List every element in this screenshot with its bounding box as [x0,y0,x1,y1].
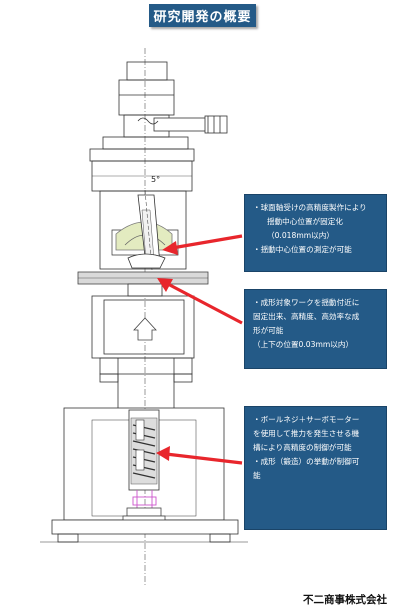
arrow-work-icon [157,278,173,292]
note-line: ・成形対象ワークを揺動付近に [253,298,360,307]
note-line: ・成形（鍛造）の挙動が制御可 [253,457,360,466]
note-line: 固定出来、高精度、高効率な成 [253,312,360,321]
note-ball-screw: ・ボールネジ＋サーボモーター を使用して推力を発生させる機 構により高精度の制御… [244,406,387,530]
arrow-bearing-icon [162,241,178,255]
note-line: 揺動中心位置が固定化 [267,217,343,226]
angle-label: 5° [151,175,160,184]
note-line: を使用して推力を発生させる機 [253,429,360,438]
note-line: 構により高精度の制御が可能 [253,443,352,452]
motor-body [118,79,175,116]
page-title: 研究開発の概要 [149,4,256,27]
note-spherical-bearing: ・球面軸受けの高精度製作により 揺動中心位置が固定化 （0.018mm以内） ・… [244,194,387,272]
note-line: 形が可能 [253,326,284,335]
note-line: （上下の位置0.03mm以内） [253,340,354,349]
note-work-fixing: ・成形対象ワークを揺動付近に 固定出来、高精度、高効率な成 形が可能 （上下の位… [244,289,387,369]
arrow-screw-icon [156,446,170,461]
note-line: 能 [253,471,261,480]
note-line: （0.018mm以内） [267,231,334,240]
red-arrows [156,234,243,465]
up-arrow-icon [133,317,157,341]
note-line: ・球面軸受けの高精度製作により [253,203,367,212]
note-line: ・ボールネジ＋サーボモーター [253,415,360,424]
company-name: 不二商事株式会社 [303,594,387,606]
motor-top-cap [126,61,168,81]
note-line: ・揺動中心位置の測定が可能 [253,245,352,254]
